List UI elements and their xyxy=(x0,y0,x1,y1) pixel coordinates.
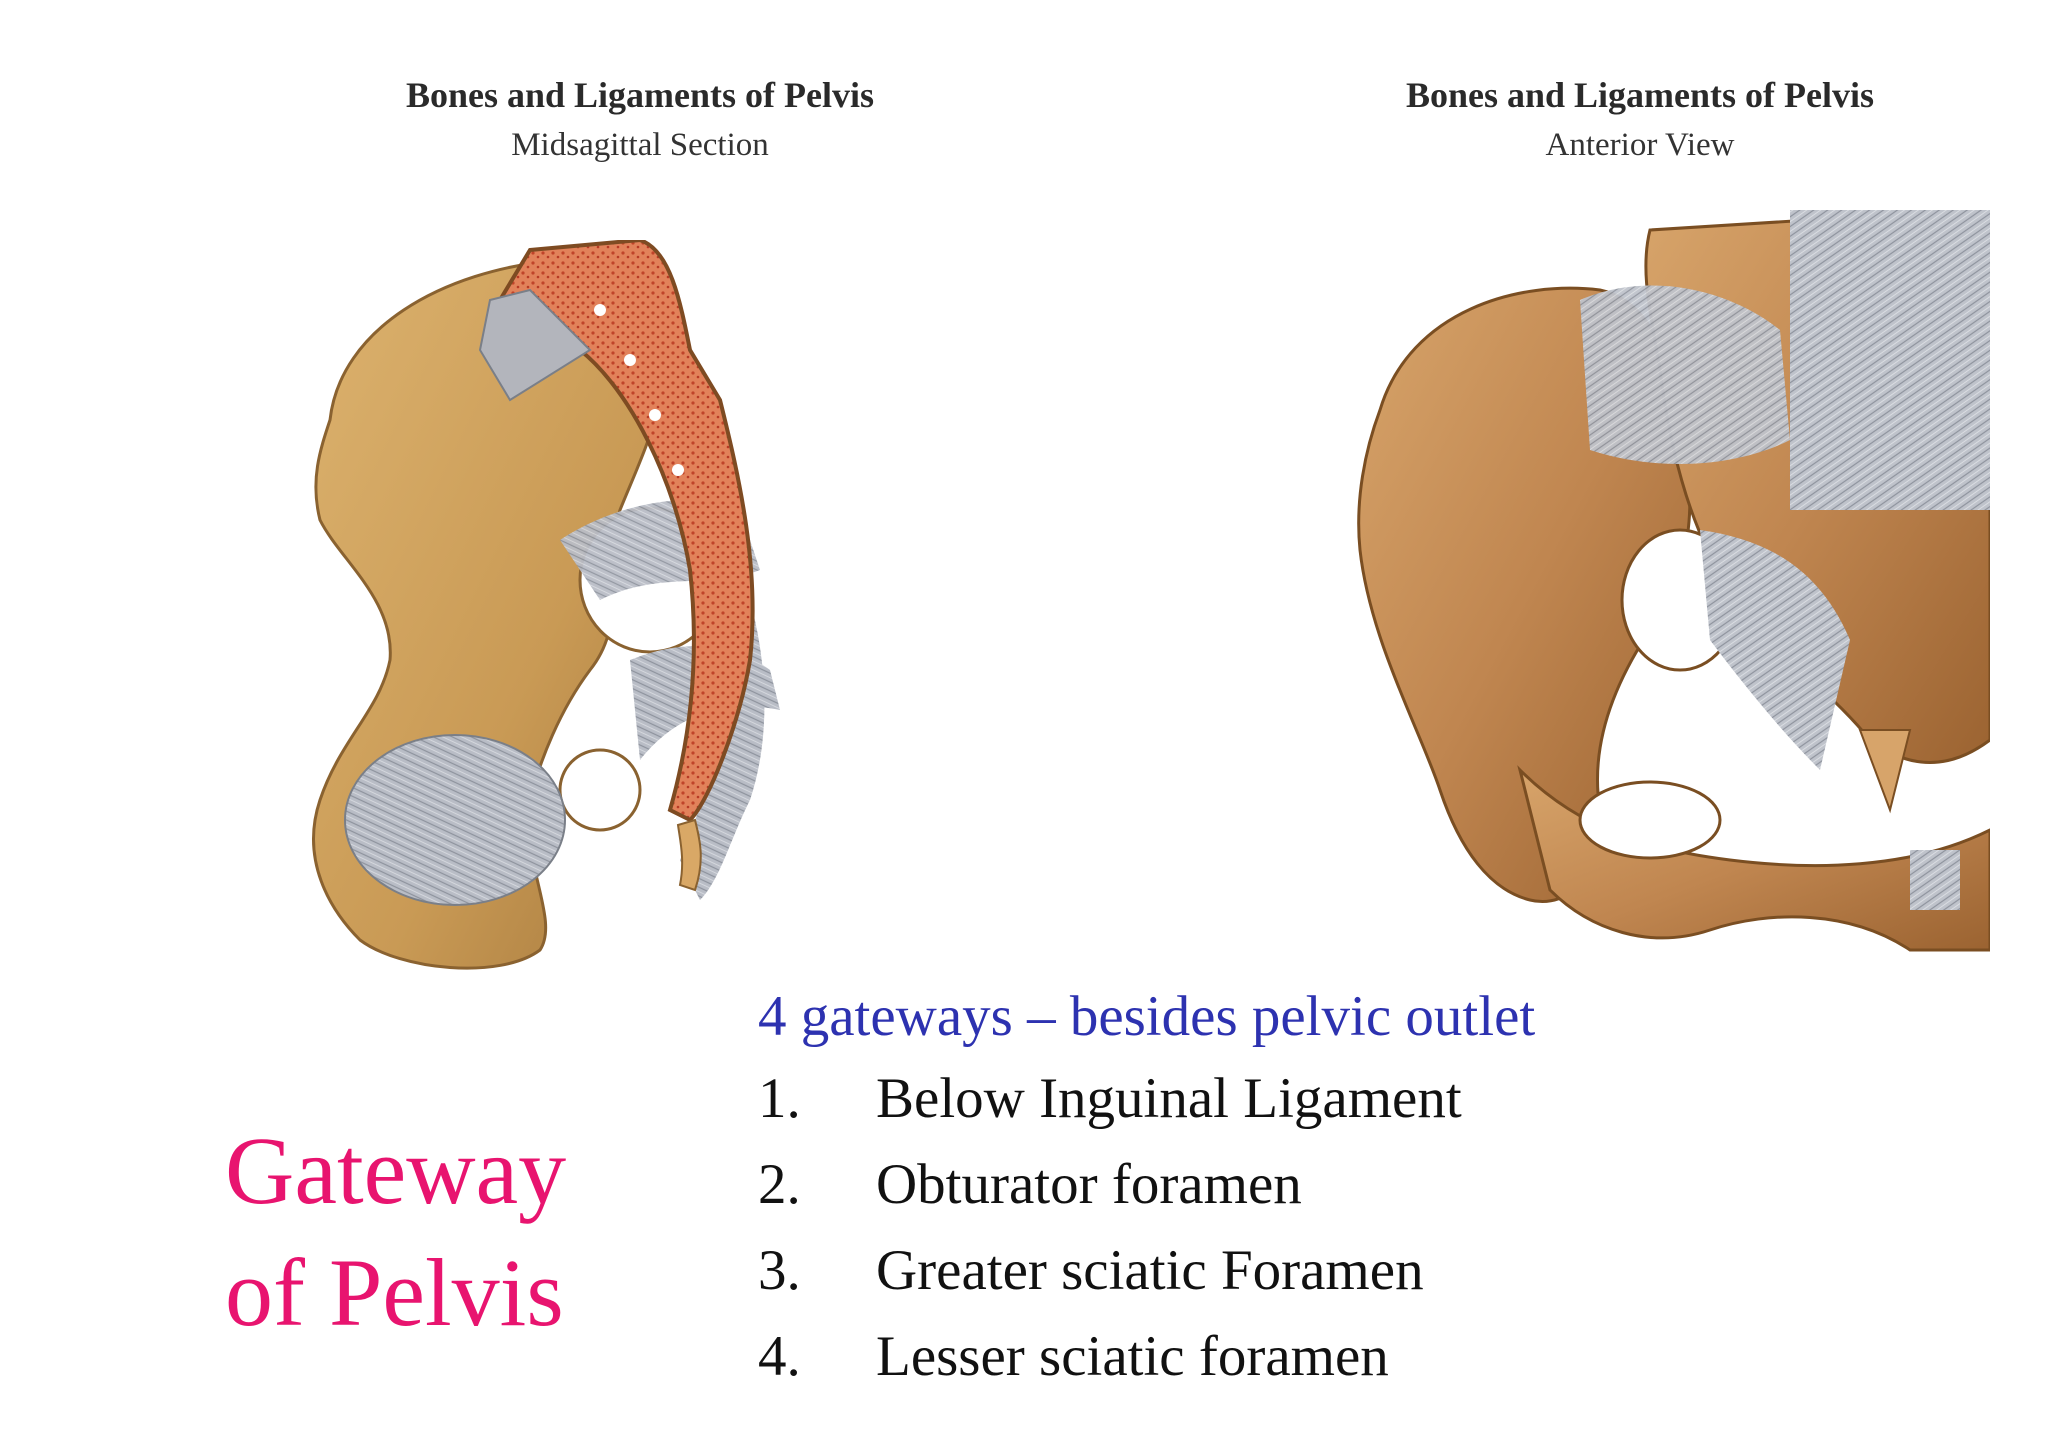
list-item-number: 2. xyxy=(758,1153,801,1216)
midsagittal-panel-heading: Bones and Ligaments of Pelvis Midsagitta… xyxy=(330,70,950,170)
slide-title: Gateway of Pelvis xyxy=(225,1110,645,1354)
list-item-number: 4. xyxy=(758,1325,801,1388)
list-item: 2. Obturator foramen xyxy=(758,1150,1462,1236)
midsagittal-panel-title: Bones and Ligaments of Pelvis xyxy=(405,75,875,115)
slide-title-line-2: of Pelvis xyxy=(225,1239,564,1346)
list-item-text: Greater sciatic Foramen xyxy=(876,1239,1424,1302)
slide-title-line-1: Gateway xyxy=(225,1117,567,1224)
anterior-panel-heading: Bones and Ligaments of Pelvis Anterior V… xyxy=(1340,70,1940,170)
list-item: 3. Greater sciatic Foramen xyxy=(758,1236,1462,1322)
list-item: 4. Lesser sciatic foramen xyxy=(758,1322,1462,1408)
gateway-list: 1. Below Inguinal Ligament 2. Obturator fo… xyxy=(758,1064,1462,1408)
midsagittal-panel-subtitle: Midsagittal Section xyxy=(511,127,769,163)
list-item: 1. Below Inguinal Ligament xyxy=(758,1064,1462,1150)
list-item-text: Below Inguinal Ligament xyxy=(876,1067,1462,1130)
pelvis-midsagittal-illustration xyxy=(312,240,780,970)
list-item-text: Obturator foramen xyxy=(876,1153,1302,1216)
list-item-number: 1. xyxy=(758,1067,801,1130)
gateways-subheading: 4 gateways – besides pelvic outlet xyxy=(758,985,1536,1048)
list-item-text: Lesser sciatic foramen xyxy=(876,1325,1389,1388)
pelvis-anterior-illustration xyxy=(1357,210,1990,952)
anterior-panel-subtitle: Anterior View xyxy=(1545,127,1735,163)
list-item-number: 3. xyxy=(758,1239,801,1302)
anterior-panel-title: Bones and Ligaments of Pelvis xyxy=(1405,75,1875,115)
